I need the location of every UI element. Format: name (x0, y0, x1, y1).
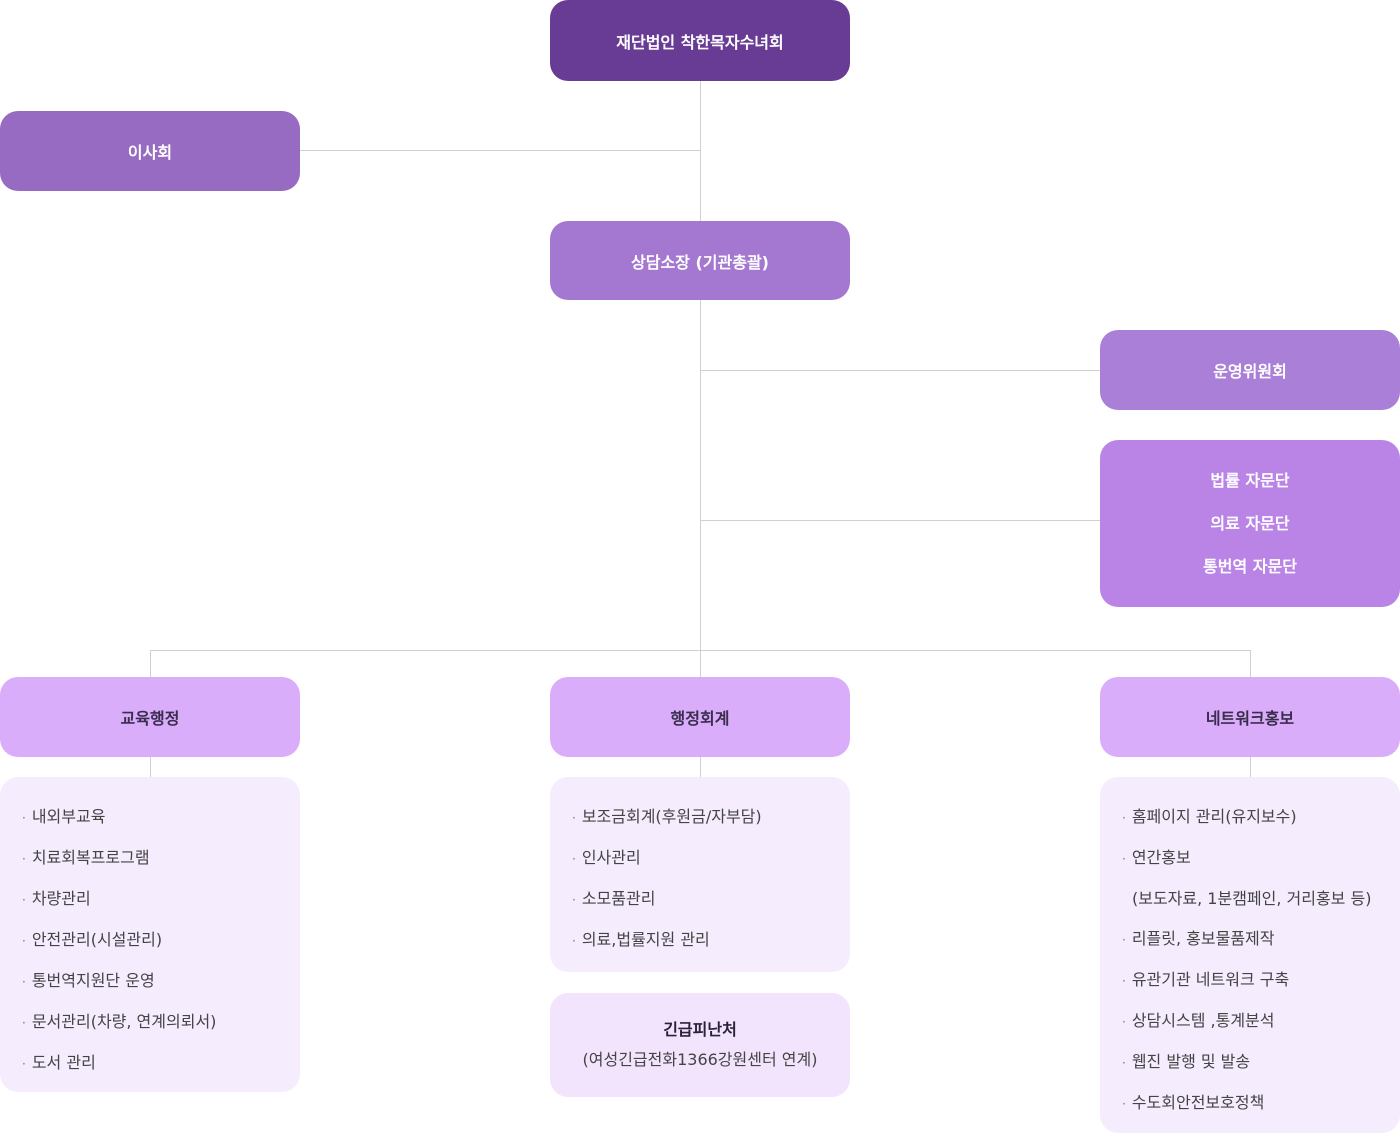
duty-text: (보도자료, 1분캠페인, 거리홍보 등) (1132, 889, 1372, 908)
duty-list-item: · 리플릿, 홍보물품제작 (1122, 919, 1400, 960)
connector-committee (700, 370, 1100, 371)
foundation-label: 재단법인 착한목자수녀회 (616, 32, 784, 52)
duty-list-item: · 안전관리(시설관리) (22, 920, 300, 961)
duty-list-item: · 의료,법률지원 관리 (572, 920, 850, 961)
emergency-shelter-title: 긴급피난처 (663, 1020, 737, 1039)
emergency-shelter-subtitle: (여성긴급전화1366강원센터 연계) (582, 1050, 818, 1069)
bullet-dot: · (1122, 852, 1126, 866)
dept-network-pr-duties: · 홈페이지 관리(유지보수) · 연간홍보 (보도자료, 1분캠페인, 거리홍보 등)… (1100, 777, 1400, 1133)
bullet-dot: · (22, 1057, 26, 1071)
director-label: 상담소장 (기관총괄) (631, 252, 769, 272)
duty-text: 보조금회계(후원금/자부담) (581, 807, 762, 826)
bullet-dot: · (22, 1016, 26, 1030)
foundation-node: 재단법인 착한목자수녀회 (550, 0, 850, 81)
duty-list-item: · 상담시스템 ,통계분석 (1122, 1001, 1400, 1042)
bullet-dot: · (1122, 1097, 1126, 1111)
bullet-dot: · (22, 852, 26, 866)
duty-list-item: · 보조금회계(후원금/자부담) (572, 797, 850, 838)
emergency-shelter-node: 긴급피난처 (여성긴급전화1366강원센터 연계) (550, 993, 850, 1097)
duty-text: 홈페이지 관리(유지보수) (1131, 807, 1297, 826)
duty-text: 연간홍보 (1131, 848, 1191, 867)
connector-panel-center (700, 757, 701, 777)
advisory-node: 법률 자문단 의료 자문단 통번역 자문단 (1100, 440, 1400, 607)
duty-list-item: · 통번역지원단 운영 (22, 961, 300, 1002)
connector-advisory (700, 520, 1100, 521)
duty-text: 상담시스템 ,통계분석 (1131, 1011, 1275, 1030)
bullet-dot: · (572, 934, 576, 948)
duty-text: 안전관리(시설관리) (31, 930, 163, 949)
dept-admin-accounting-label: 행정회계 (670, 709, 730, 728)
advisory-legal-label: 법률 자문단 (1210, 471, 1290, 490)
advisory-medical-label: 의료 자문단 (1210, 514, 1290, 533)
duty-text: 도서 관리 (31, 1053, 96, 1072)
duty-list-item: · 인사관리 (572, 838, 850, 879)
duty-list-item: (보도자료, 1분캠페인, 거리홍보 등) (1122, 879, 1400, 919)
duty-text: 수도회안전보호정책 (1131, 1093, 1265, 1112)
connector-dept-right (1250, 650, 1251, 677)
bullet-dot: · (1122, 974, 1126, 988)
bullet-dot: · (1122, 1015, 1126, 1029)
dept-admin-accounting: 행정회계 (550, 677, 850, 757)
duty-list-item: · 연간홍보 (1122, 838, 1400, 879)
bullet-dot: · (1122, 1056, 1126, 1070)
duty-text: 내외부교육 (31, 807, 106, 826)
connector-main-trunk (700, 81, 701, 677)
duty-text: 소모품관리 (581, 889, 656, 908)
dept-network-pr-label: 네트워크홍보 (1205, 709, 1295, 728)
duty-text: 인사관리 (581, 848, 641, 867)
bullet-dot: · (22, 893, 26, 907)
dept-education-admin: 교육행정 (0, 677, 300, 757)
duty-text: 의료,법률지원 관리 (581, 930, 710, 949)
duty-list-item: · 소모품관리 (572, 879, 850, 920)
duty-text: 차량관리 (31, 889, 91, 908)
duty-list-item: · 홈페이지 관리(유지보수) (1122, 797, 1400, 838)
connector-departments (150, 650, 1250, 651)
duty-list-item: · 웹진 발행 및 발송 (1122, 1042, 1400, 1083)
committee-label: 운영위원회 (1213, 362, 1287, 381)
duty-list-item: · 도서 관리 (22, 1043, 300, 1084)
duty-text: 유관기관 네트워크 구축 (1131, 970, 1290, 989)
dept-education-admin-label: 교육행정 (120, 709, 180, 728)
bullet-dot: · (572, 893, 576, 907)
bullet-dot: · (572, 811, 576, 825)
director-node: 상담소장 (기관총괄) (550, 221, 850, 300)
board-label: 이사회 (127, 143, 173, 162)
duty-list-item: · 내외부교육 (22, 797, 300, 838)
connector-dept-left (150, 650, 151, 677)
bullet-dot: · (22, 975, 26, 989)
duty-text: 리플릿, 홍보물품제작 (1131, 929, 1275, 948)
duty-text: 문서관리(차량, 연계의뢰서) (31, 1012, 217, 1031)
duty-list-item: · 차량관리 (22, 879, 300, 920)
duty-text: 웹진 발행 및 발송 (1131, 1052, 1251, 1071)
connector-panel-right (1250, 757, 1251, 777)
dept-education-admin-duties: · 내외부교육 · 치료회복프로그램 · 차량관리 · 안전관리(시설관리) · 통번역지원단 운… (0, 777, 300, 1092)
duty-list-item: · 치료회복프로그램 (22, 838, 300, 879)
duty-list-item: · 수도회안전보호정책 (1122, 1083, 1400, 1124)
bullet-dot: · (1122, 933, 1126, 947)
duty-list-item: · 문서관리(차량, 연계의뢰서) (22, 1002, 300, 1043)
bullet-dot: · (1122, 811, 1126, 825)
advisory-interpretation-label: 통번역 자문단 (1203, 557, 1297, 576)
bullet-dot: · (22, 811, 26, 825)
dept-admin-accounting-duties: · 보조금회계(후원금/자부담) · 인사관리 · 소모품관리 · 의료,법률지원 관리 (550, 777, 850, 972)
dept-network-pr: 네트워크홍보 (1100, 677, 1400, 757)
duty-list-item: · 유관기관 네트워크 구축 (1122, 960, 1400, 1001)
bullet-dot: · (22, 934, 26, 948)
board-node: 이사회 (0, 111, 300, 191)
connector-panel-left (150, 757, 151, 777)
duty-text: 치료회복프로그램 (31, 848, 150, 867)
duty-text: 통번역지원단 운영 (31, 971, 155, 990)
committee-node: 운영위원회 (1100, 330, 1400, 410)
bullet-dot: · (572, 852, 576, 866)
connector-board (300, 150, 700, 151)
